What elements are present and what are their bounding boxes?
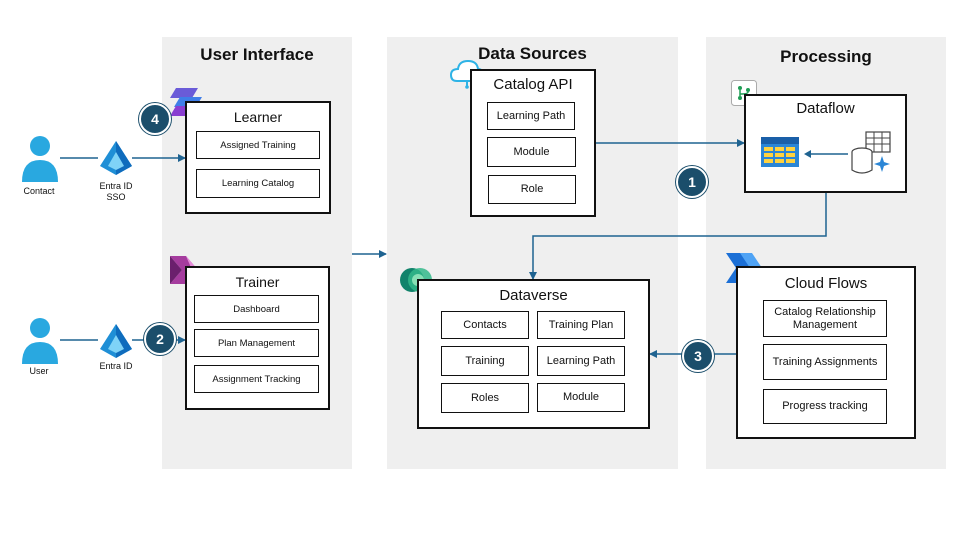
- dataverse-item-learning-path: Learning Path: [537, 346, 625, 376]
- learner-item-learning-catalog: Learning Catalog: [196, 169, 320, 198]
- cloud-flows-item-catalog-relationship: Catalog Relationship Management: [763, 300, 887, 337]
- catalog-item-module: Module: [487, 137, 576, 167]
- cloud-flows-title: Cloud Flows: [784, 275, 868, 292]
- processing-title: Processing: [780, 47, 872, 66]
- arrow-left-icon: [804, 146, 848, 158]
- catalog-item-role: Role: [488, 175, 576, 204]
- entra-label: Entra ID: [99, 361, 133, 371]
- step-badge-2: 2: [144, 323, 176, 355]
- step-badge-4: 4: [139, 103, 171, 135]
- trainer-item-dashboard: Dashboard: [194, 295, 319, 323]
- dataverse-item-training: Training: [441, 346, 529, 376]
- entra-sso-label-line2: SSO: [106, 192, 126, 202]
- dataverse-item-module: Module: [537, 383, 625, 412]
- entra-id-sso-icon: [99, 140, 133, 176]
- step-badge-1: 1: [676, 166, 708, 198]
- table-icon: [760, 136, 800, 168]
- database-icon: [848, 130, 894, 178]
- dataverse-title: Dataverse: [499, 287, 568, 304]
- entra-id-icon: [99, 323, 133, 359]
- contact-person-icon: [20, 134, 60, 184]
- catalog-item-learning-path: Learning Path: [487, 102, 575, 130]
- user-interface-title: User Interface: [200, 45, 314, 64]
- user-label: User: [29, 366, 49, 376]
- trainer-item-plan-management: Plan Management: [194, 329, 319, 357]
- data-sources-title: Data Sources: [478, 44, 587, 63]
- contact-label: Contact: [23, 186, 55, 196]
- dataverse-item-contacts: Contacts: [441, 311, 529, 339]
- user-person-icon: [20, 316, 60, 366]
- entra-sso-label-line1: Entra ID: [99, 181, 133, 191]
- cloud-flows-item-training-assignments: Training Assignments: [763, 344, 887, 380]
- catalog-api-title: Catalog API: [493, 76, 573, 93]
- learner-item-assigned-training: Assigned Training: [196, 131, 320, 159]
- dataflow-title: Dataflow: [796, 100, 855, 117]
- dataverse-item-roles: Roles: [441, 383, 529, 413]
- step-badge-3: 3: [682, 340, 714, 372]
- trainer-item-assignment-tracking: Assignment Tracking: [194, 365, 319, 393]
- dataverse-item-training-plan: Training Plan: [537, 311, 625, 339]
- learner-title: Learner: [233, 109, 283, 125]
- cloud-flows-item-progress-tracking: Progress tracking: [763, 389, 887, 424]
- trainer-title: Trainer: [235, 274, 280, 290]
